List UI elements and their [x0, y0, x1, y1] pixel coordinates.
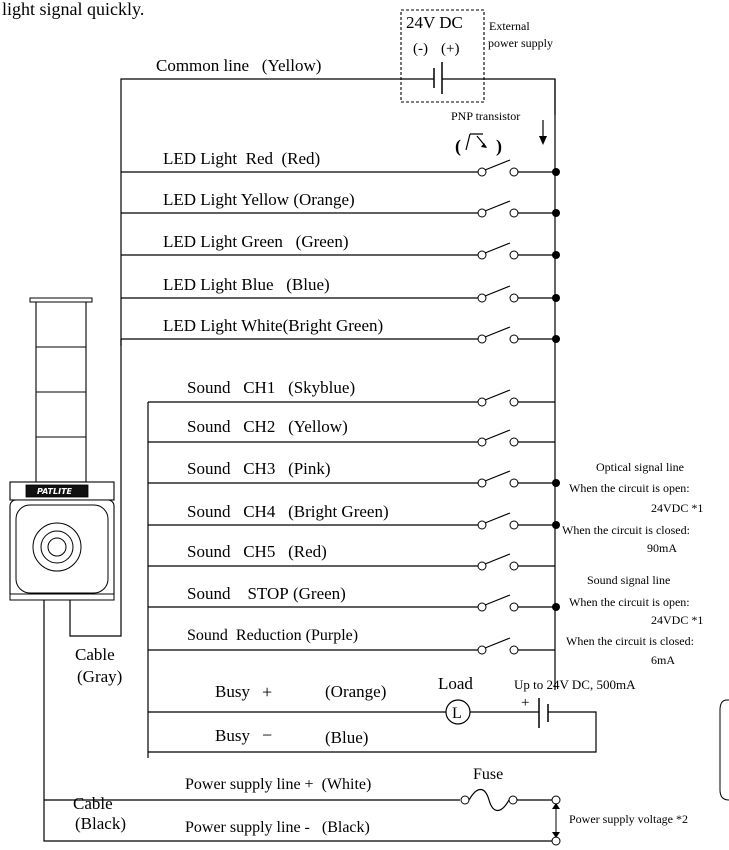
- sound-line-0: Sound CH1 (Skyblue): [148, 378, 555, 407]
- optical-note-closed-value: 90mA: [647, 541, 677, 555]
- tower-body: [9, 499, 115, 600]
- led-line-label: LED Light White(Bright Green): [163, 316, 383, 335]
- busy-plus-color: (Orange): [325, 682, 386, 701]
- optical-note-title: Optical signal line: [596, 460, 684, 474]
- sound-line-5: Sound STOP (Green): [148, 584, 560, 612]
- pnp-arrow-icon: [481, 143, 487, 148]
- busy-return-wire: [148, 711, 597, 753]
- led-line-1: LED Light Yellow (Orange): [121, 190, 560, 218]
- sound-line-label: Sound Reduction (Purple): [187, 627, 358, 644]
- tower-speaker-frame: [15, 504, 109, 594]
- led-line-4: LED Light White(Bright Green): [121, 316, 560, 344]
- cropped-box: [719, 699, 729, 801]
- sound-line-2: Sound CH3 (Pink): [148, 459, 560, 488]
- optical-note-closed-label: When the circuit is closed:: [562, 523, 690, 537]
- cable-black-line1: Cable: [73, 794, 113, 813]
- header-text: light signal quickly.: [2, 0, 144, 19]
- sound-line-label: Sound CH2 (Yellow): [187, 417, 348, 436]
- busy-minus-label: Busy: [215, 726, 250, 745]
- fuse-label: Fuse: [473, 766, 503, 783]
- gray-cable-wire: [69, 339, 122, 637]
- load-symbol: L: [452, 705, 462, 722]
- busy-supply-plus: +: [521, 695, 529, 711]
- power-plus-label: Power supply line + (White): [185, 776, 371, 793]
- cable-gray-line2: (Gray): [77, 667, 122, 686]
- sound-line-3: Sound CH4 (Bright Green): [148, 502, 560, 530]
- sound-note-open-label: When the circuit is open:: [569, 595, 690, 609]
- black-cable-wire: [43, 600, 556, 842]
- power-terminal-minus: [551, 836, 561, 846]
- tower-speaker-icon: [32, 522, 82, 572]
- pnp-paren-left: (: [455, 136, 461, 157]
- sound-note-open-value: 24VDC *1: [651, 613, 703, 627]
- power-voltage-label: 24V DC: [406, 13, 463, 32]
- led-line-label: LED Light Yellow (Orange): [163, 190, 355, 209]
- sound-line-label: Sound CH3 (Pink): [187, 459, 331, 478]
- sound-note-closed-value: 6mA: [651, 653, 675, 667]
- led-line-2: LED Light Green (Green): [121, 232, 560, 260]
- busy-supply-label: Up to 24V DC, 500mA: [514, 677, 636, 692]
- tower-logo-text: PATLITE: [37, 487, 73, 496]
- fuse-terminal-right: [508, 795, 518, 805]
- power-minus-label: (-): [413, 41, 428, 57]
- led-line-0: LED Light Red (Red): [121, 149, 560, 177]
- pnp-transistor-label: PNP transistor: [451, 109, 520, 123]
- sound-note-title: Sound signal line: [587, 573, 670, 587]
- cable-gray-line1: Cable: [75, 645, 115, 664]
- optical-note-open-value: 24VDC *1: [651, 501, 703, 515]
- sound-line-1: Sound CH2 (Yellow): [148, 417, 555, 447]
- led-line-label: LED Light Red (Red): [163, 149, 320, 168]
- sound-line-4: Sound CH5 (Red): [148, 542, 555, 571]
- led-line-label: LED Light Blue (Blue): [163, 275, 330, 294]
- power-terminal-plus: [551, 795, 561, 805]
- pnp-transistor-icon: [465, 133, 487, 151]
- power-minus-label: Power supply line - (Black): [185, 819, 370, 836]
- power-supply-box: [400, 9, 485, 103]
- fuse-terminal-left: [460, 795, 470, 805]
- busy-plus-label: Busy: [215, 682, 250, 701]
- sound-line-label: Sound CH5 (Red): [187, 542, 327, 561]
- current-arrow-icon: [539, 136, 547, 145]
- sound-line-label: Sound CH4 (Bright Green): [187, 502, 389, 521]
- optical-note-open-label: When the circuit is open:: [569, 481, 690, 495]
- pnp-paren-right: ): [496, 136, 502, 157]
- sound-line-label: Sound STOP (Green): [187, 584, 346, 603]
- busy-minus-sign: −: [262, 725, 272, 745]
- fuse-icon: [468, 788, 510, 812]
- external-label: External: [489, 19, 530, 33]
- tower-logo-plate: [25, 484, 89, 498]
- led-line-label: LED Light Green (Green): [163, 232, 349, 251]
- busy-minus-color: (Blue): [325, 728, 368, 747]
- cable-black-line2: (Black): [75, 814, 126, 833]
- load-label: Load: [438, 674, 473, 693]
- power-voltage-label: Power supply voltage *2: [569, 812, 688, 826]
- tower-lens-column: [35, 299, 87, 483]
- sound-line-label: Sound CH1 (Skyblue): [187, 378, 355, 397]
- sound-note-closed-label: When the circuit is closed:: [566, 634, 694, 648]
- led-line-3: LED Light Blue (Blue): [121, 275, 560, 303]
- sound-line-6: Sound Reduction (Purple): [148, 627, 555, 655]
- power-supply-label: power supply: [488, 36, 553, 50]
- common-line-label: Common line (Yellow): [156, 56, 321, 75]
- power-plus-label: (+): [441, 41, 459, 57]
- busy-plus-sign: +: [262, 682, 272, 702]
- signal-tower-device: PATLITE: [9, 297, 115, 601]
